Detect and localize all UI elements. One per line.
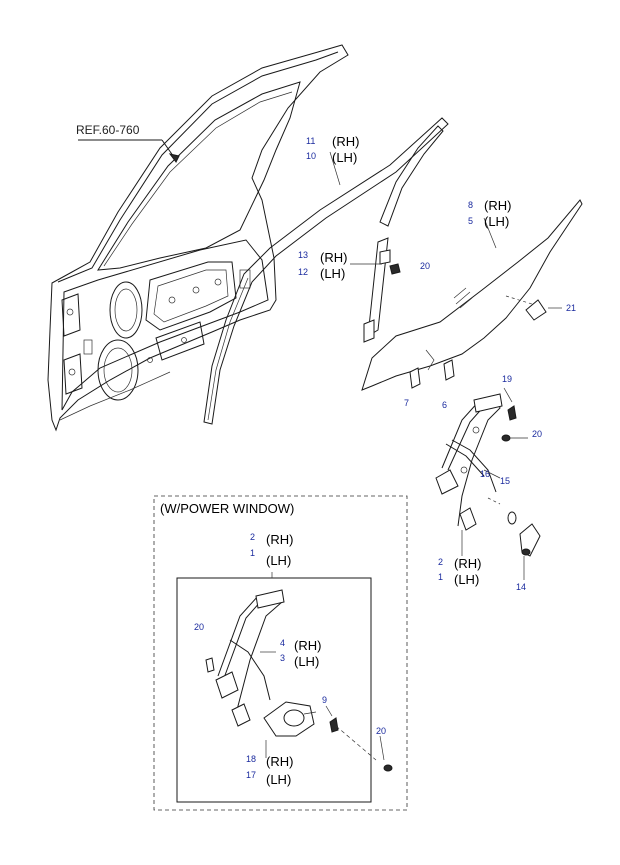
side-label-2-manual: (RH) — [454, 556, 481, 571]
regulator-fasteners — [483, 405, 541, 557]
side-label-8: (RH) — [484, 198, 511, 213]
side-label-17: (LH) — [266, 772, 291, 787]
part-number-2-manual: 2 — [438, 557, 443, 567]
nut-icon — [389, 263, 401, 275]
part-number-1-manual: 1 — [438, 572, 443, 582]
part-number-1-power: 1 — [250, 548, 255, 558]
part-number-16: 16 — [480, 469, 490, 479]
part-number-14: 14 — [516, 582, 526, 592]
part-number-7: 7 — [404, 398, 409, 408]
group-title: (W/POWER WINDOW) — [160, 501, 294, 516]
part-number-3: 3 — [280, 653, 285, 663]
door-glass — [361, 199, 583, 391]
part-number-19: 19 — [502, 374, 512, 384]
part-number-6: 6 — [442, 400, 447, 410]
power-callout-leaders — [260, 651, 385, 761]
door-panel — [47, 44, 349, 432]
glass-brackets — [409, 299, 547, 389]
side-label-1-manual: (LH) — [454, 572, 479, 587]
power-regulator — [205, 589, 285, 727]
side-label-3: (LH) — [294, 654, 319, 669]
side-label-11: (RH) — [332, 134, 359, 149]
side-label-5: (LH) — [484, 214, 509, 229]
run-channel — [203, 117, 449, 425]
part-number-10: 10 — [306, 151, 316, 161]
side-label-2-power: (RH) — [266, 532, 293, 547]
part-number-11: 11 — [306, 136, 315, 146]
side-label-4: (RH) — [294, 638, 321, 653]
power-fasteners — [329, 717, 393, 772]
power-window-motor — [263, 701, 317, 737]
callout-leaders — [329, 151, 562, 580]
manual-regulator — [435, 393, 503, 531]
side-label-13: (RH) — [320, 250, 347, 265]
part-number-21: 21 — [566, 303, 576, 313]
side-label-10: (LH) — [332, 150, 357, 165]
part-number-20-power-right: 20 — [376, 726, 386, 736]
sash-channel — [363, 237, 391, 343]
side-label-18: (RH) — [266, 754, 293, 769]
part-number-2-power: 2 — [250, 532, 255, 542]
part-number-13: 13 — [298, 250, 308, 260]
part-number-8: 8 — [468, 200, 473, 210]
part-number-12: 12 — [298, 267, 308, 277]
part-number-4: 4 — [280, 638, 285, 648]
part-number-20-top: 20 — [420, 261, 430, 271]
part-number-20-power-left: 20 — [194, 622, 204, 632]
part-number-17: 17 — [246, 770, 256, 780]
part-number-18: 18 — [246, 754, 256, 764]
power-window-group-box — [153, 495, 408, 811]
part-number-5: 5 — [468, 216, 473, 226]
reference-label: REF.60-760 — [76, 123, 140, 137]
part-number-15: 15 — [500, 476, 510, 486]
side-label-1-power: (LH) — [266, 553, 291, 568]
part-number-20-mid: 20 — [532, 429, 542, 439]
side-label-12: (LH) — [320, 266, 345, 281]
power-regulator-sub-box — [176, 577, 372, 803]
reference-callout: REF.60-760 — [76, 123, 180, 163]
part-number-9: 9 — [322, 695, 327, 705]
